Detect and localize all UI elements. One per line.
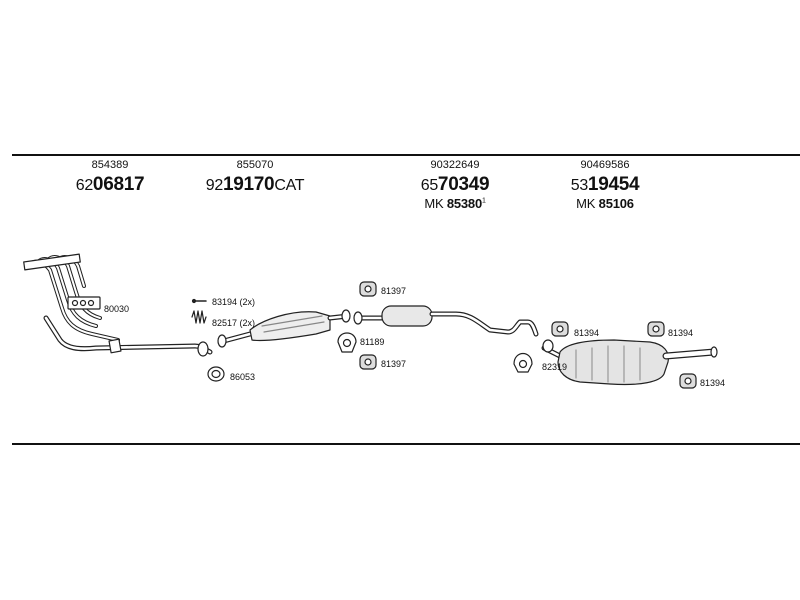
part-ref-number: 90469586 (580, 159, 630, 171)
part-order-number: 6206817 (55, 175, 165, 194)
bolt-part (191, 298, 207, 304)
label-rubber-rear-left: 81394 (574, 328, 599, 338)
part-group-rear-silencer: 90469586 5319454 MK 85106 (545, 159, 665, 211)
label-bolt: 83194 (2x) (212, 297, 255, 307)
order-main: 19454 (587, 174, 640, 195)
mounting-kit-number: MK 85106 (545, 197, 665, 210)
order-prefix: 53 (570, 177, 589, 194)
clamp-part (337, 332, 357, 353)
label-gasket: 80030 (104, 304, 129, 314)
seal-ring-part (207, 366, 225, 382)
part-group-catalyst: 855070 9219170CAT (190, 159, 320, 195)
rubber-mount-part (647, 321, 665, 337)
label-clamp-mid: 81189 (360, 337, 384, 347)
label-rubber-rear-bottom: 81394 (700, 378, 725, 388)
part-ref-number: 855070 (236, 159, 274, 171)
rubber-mount-part (679, 373, 697, 389)
middle-silencer (353, 305, 539, 337)
part-order-number: 6570349 (395, 175, 515, 194)
order-prefix: 92 (205, 177, 224, 194)
label-ring: 86053 (230, 372, 255, 382)
label-spring: 82517 (2x) (212, 318, 255, 328)
mk-prefix: MK (424, 196, 447, 211)
order-main: 06817 (92, 174, 145, 195)
order-prefix: 65 (420, 177, 439, 194)
label-rubber-rear-right: 81394 (668, 328, 693, 338)
part-order-number: 5319454 (545, 175, 665, 194)
order-main: 70349 (437, 174, 490, 195)
part-group-manifold: 854389 6206817 (55, 159, 165, 195)
mk-prefix: MK (576, 196, 599, 211)
label-clamp-rear: 82319 (542, 362, 567, 372)
bottom-rule (12, 443, 800, 445)
label-rubber-top: 81397 (381, 286, 406, 296)
clamp-part (513, 352, 533, 373)
top-rule (12, 154, 800, 156)
mk-footnote: 1 (481, 197, 486, 205)
order-suffix: CAT (274, 177, 305, 194)
rubber-mount-part (359, 281, 377, 297)
part-order-number: 9219170CAT (190, 175, 320, 194)
catalytic-converter (217, 309, 351, 348)
order-main: 19170 (222, 174, 275, 195)
part-ref-number: 90322649 (430, 159, 480, 171)
mounting-kit-number: MK 853801 (395, 197, 515, 210)
mk-main: 85380 (446, 196, 482, 211)
mk-main: 85106 (598, 196, 634, 211)
spring-part (191, 310, 207, 324)
rubber-mount-part (359, 354, 377, 370)
exhaust-manifold (23, 253, 213, 357)
label-rubber-bottom: 81397 (381, 359, 406, 369)
manifold-gasket-part (67, 296, 101, 310)
rear-silencer (541, 339, 718, 386)
order-prefix: 62 (75, 177, 94, 194)
rubber-mount-part (551, 321, 569, 337)
part-group-middle-silencer: 90322649 6570349 MK 853801 (395, 159, 515, 211)
part-ref-number: 854389 (91, 159, 129, 171)
